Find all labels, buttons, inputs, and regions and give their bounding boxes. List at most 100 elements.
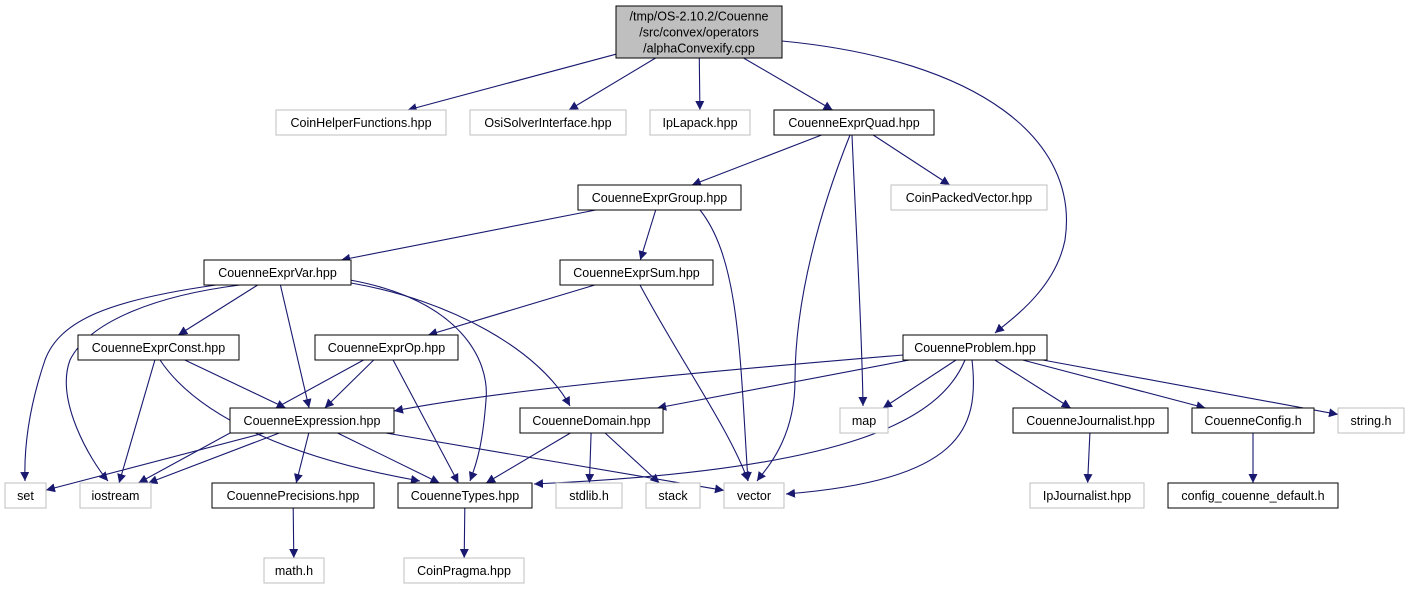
edge-problem-to-expression	[393, 354, 904, 414]
edge-problem-to-map	[882, 359, 957, 409]
node-coinpragma: CoinPragma.hpp	[403, 557, 525, 584]
node-types[interactable]: CouenneTypes.hpp	[397, 482, 533, 509]
node-label: CouenneJournalist.hpp	[1026, 414, 1155, 428]
node-problem[interactable]: CouenneProblem.hpp	[902, 334, 1048, 361]
edge-domain-to-stack	[604, 432, 660, 484]
node-box	[723, 482, 785, 509]
edge-exprconst-to-iostream	[117, 359, 156, 484]
node-stdlib: stdlib.h	[555, 482, 623, 509]
node-box	[577, 184, 742, 211]
node-label: iostream	[92, 489, 140, 503]
node-box	[77, 334, 240, 361]
edge-expression-to-vector	[385, 432, 725, 494]
edge-root-to-iplapack	[695, 57, 705, 111]
edge-exprvar-to-set	[20, 284, 217, 482]
node-box	[1191, 407, 1315, 434]
node-domain[interactable]: CouenneDomain.hpp	[519, 407, 664, 434]
edge-exprquad-to-vector	[756, 134, 851, 482]
node-label: CoinPackedVector.hpp	[906, 191, 1033, 205]
edge-exprgroup-to-exprsum	[638, 209, 657, 261]
node-exprquad[interactable]: CouenneExprQuad.hpp	[773, 109, 935, 136]
node-label: CouenneConfig.h	[1204, 414, 1301, 428]
node-expression[interactable]: CouenneExpression.hpp	[229, 407, 395, 434]
node-iplapack: IpLapack.hpp	[649, 109, 751, 136]
edge-problem-to-config	[1022, 359, 1206, 411]
node-box	[263, 557, 325, 584]
edge-exprquad-to-exprgroup	[691, 134, 822, 186]
node-label: CouenneExprGroup.hpp	[592, 191, 728, 205]
edge-exprvar-to-domain	[350, 282, 571, 407]
node-box	[403, 557, 525, 584]
node-osisolver: OsiSolverInterface.hpp	[469, 109, 627, 136]
node-configdefault[interactable]: config_couenne_default.h	[1167, 482, 1339, 509]
node-box	[314, 334, 459, 361]
edge-expression-to-types	[337, 432, 440, 484]
edge-expression-to-iostream	[148, 432, 280, 484]
node-label: /tmp/OS-2.10.2/Couenne	[630, 10, 769, 24]
edge-root-to-coinhelper	[407, 53, 617, 113]
node-label: vector	[737, 489, 771, 503]
edge-domain-to-types	[485, 432, 571, 484]
node-label: CouenneExpression.hpp	[244, 414, 381, 428]
edge-exprvar-to-iostream	[65, 284, 241, 482]
node-precisions[interactable]: CouennePrecisions.hpp	[211, 482, 375, 509]
node-coinhelper: CoinHelperFunctions.hpp	[275, 109, 447, 136]
node-label: set	[17, 489, 34, 503]
node-label: config_couenne_default.h	[1181, 489, 1324, 503]
node-box	[839, 407, 889, 434]
node-iostream: iostream	[79, 482, 152, 509]
node-label: CouenneDomain.hpp	[532, 414, 650, 428]
node-box	[649, 109, 751, 136]
node-label: CoinPragma.hpp	[417, 564, 511, 578]
node-box	[4, 482, 47, 509]
node-label: CouenneExprSum.hpp	[573, 266, 700, 280]
edge-problem-to-vector	[785, 359, 975, 498]
node-exprsum[interactable]: CouenneExprSum.hpp	[559, 259, 714, 286]
node-stack: stack	[645, 482, 701, 509]
edge-exprvar-to-exprconst	[178, 284, 258, 336]
node-box	[559, 259, 714, 286]
edge-root-to-problem	[781, 40, 1067, 334]
edge-exprquad-to-map	[851, 134, 868, 407]
node-box	[645, 482, 701, 509]
edge-expression-to-precisions	[294, 432, 310, 484]
node-box	[275, 109, 447, 136]
node-label: CouenneExprOp.hpp	[328, 341, 445, 355]
node-label: stdlib.h	[569, 489, 609, 503]
node-label: OsiSolverInterface.hpp	[484, 116, 611, 130]
node-label: CouenneProblem.hpp	[914, 341, 1036, 355]
node-box	[555, 482, 623, 509]
nodes-layer: /tmp/OS-2.10.2/Couenne/src/convex/operat…	[4, 5, 1405, 584]
node-config[interactable]: CouenneConfig.h	[1191, 407, 1315, 434]
node-exprvar[interactable]: CouenneExprVar.hpp	[203, 259, 352, 286]
node-map: map	[839, 407, 889, 434]
node-label: math.h	[275, 564, 313, 578]
edge-root-to-exprquad	[743, 57, 833, 111]
node-label: /alphaConvexify.cpp	[643, 42, 755, 56]
edge-exprquad-to-coinpacked	[872, 134, 951, 186]
node-box	[615, 5, 783, 59]
node-exprop[interactable]: CouenneExprOp.hpp	[314, 334, 459, 361]
node-box	[79, 482, 152, 509]
node-label: /src/convex/operators	[639, 26, 759, 40]
node-exprgroup[interactable]: CouenneExprGroup.hpp	[577, 184, 742, 211]
node-label: CoinHelperFunctions.hpp	[290, 116, 431, 130]
node-journalist[interactable]: CouenneJournalist.hpp	[1012, 407, 1169, 434]
node-box	[397, 482, 533, 509]
edge-root-to-osisolver	[568, 57, 656, 111]
node-exprconst[interactable]: CouenneExprConst.hpp	[77, 334, 240, 361]
edge-exprvar-to-types	[349, 279, 487, 482]
node-box	[890, 184, 1048, 211]
node-box	[1029, 482, 1145, 509]
node-coinpacked: CoinPackedVector.hpp	[890, 184, 1048, 211]
node-box	[1337, 407, 1405, 434]
node-box	[519, 407, 664, 434]
edge-types-to-coinpragma	[459, 507, 469, 559]
node-label: map	[852, 414, 876, 428]
edge-problem-to-journalist	[994, 359, 1071, 409]
edge-problem-to-stringh	[1042, 359, 1339, 418]
edge-exprconst-to-expression	[184, 359, 286, 409]
node-set: set	[4, 482, 47, 509]
edge-exprgroup-to-exprvar	[341, 209, 596, 263]
